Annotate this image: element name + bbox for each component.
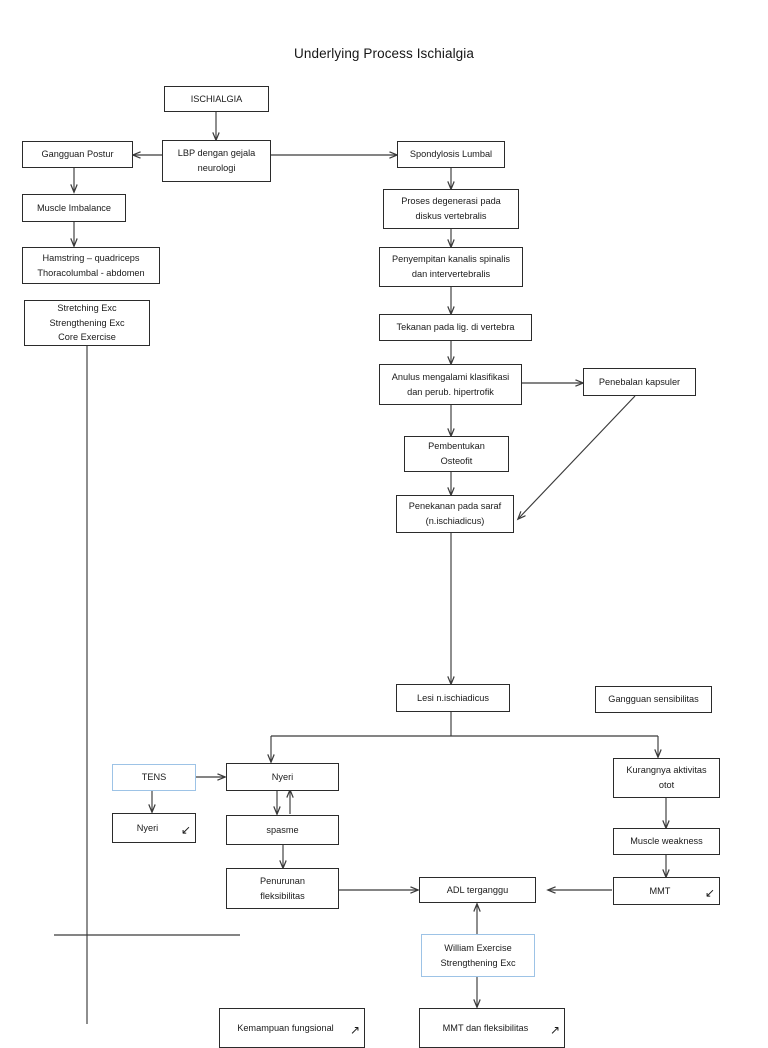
node-label: Hamstring – quadriceps Thoracolumbal - a… — [37, 252, 145, 278]
node-penebalan-kapsuler[interactable]: Penebalan kapsuler — [583, 368, 696, 396]
node-anulus-klasifikasi[interactable]: Anulus mengalami klasifikasi dan perub. … — [379, 364, 522, 405]
node-label: Kemampuan fungsional — [237, 1022, 334, 1033]
node-label: LBP dengan gejala neurologi — [177, 148, 256, 173]
node-lesi-n-ischiadicus[interactable]: Lesi n.ischiadicus — [396, 684, 510, 712]
node-stretching-exercise[interactable]: Stretching Exc Strengthening Exc Core Ex… — [24, 300, 150, 346]
node-proses-degenerasi[interactable]: Proses degenerasi pada diskus vertebrali… — [383, 189, 519, 229]
node-label: Nyeri — [136, 822, 159, 833]
node-label: spasme — [266, 824, 299, 835]
node-label: Muscle weakness — [630, 836, 703, 847]
node-label: Gangguan Postur — [41, 149, 114, 160]
node-hamstring-quadriceps[interactable]: Hamstring – quadriceps Thoracolumbal - a… — [22, 247, 160, 284]
node-ischialgia[interactable]: ISCHIALGIA — [164, 86, 269, 112]
node-label: ISCHIALGIA — [190, 93, 243, 104]
node-label: Kurangnya aktivitas otot — [626, 765, 707, 790]
node-label: Proses degenerasi pada diskus vertebrali… — [401, 196, 501, 221]
node-muscle-imbalance[interactable]: Muscle Imbalance — [22, 194, 126, 222]
node-label: ADL terganggu — [446, 884, 509, 895]
node-gangguan-postur[interactable]: Gangguan Postur — [22, 141, 133, 168]
node-lbp-dengan-gejala-neurologi[interactable]: LBP dengan gejala neurologi — [162, 140, 271, 182]
node-label: Pembentukan Osteofit — [428, 441, 485, 466]
node-kurangnya-aktivitas-otot[interactable]: Kurangnya aktivitas otot — [613, 758, 720, 798]
node-label: Penekanan pada saraf (n.ischiadicus) — [408, 501, 502, 526]
node-pembentukan-osteofit[interactable]: Pembentukan Osteofit — [404, 436, 509, 472]
node-label: MMT dan fleksibilitas — [442, 1022, 529, 1033]
node-label: TENS — [141, 772, 167, 783]
node-label: MMT — [649, 885, 671, 896]
node-label: Stretching Exc Strengthening Exc Core Ex… — [49, 303, 125, 343]
node-kemampuan-fungsional[interactable]: Kemampuan fungsional ↗ — [219, 1008, 365, 1048]
node-label: Gangguan sensibilitas — [608, 694, 699, 705]
node-tens[interactable]: TENS — [112, 764, 196, 791]
node-nyeri[interactable]: Nyeri — [226, 763, 339, 791]
node-label: Penurunan fleksibilitas — [260, 875, 305, 901]
node-label: Anulus mengalami klasifikasi dan perub. … — [391, 371, 510, 397]
node-penekanan-pada-saraf[interactable]: Penekanan pada saraf (n.ischiadicus) — [396, 495, 514, 533]
node-tekanan-ligamen-vertebra[interactable]: Tekanan pada lig. di vertebra — [379, 314, 532, 341]
node-spasme[interactable]: spasme — [226, 815, 339, 845]
node-label: Penyempitan kanalis spinalis dan interve… — [392, 254, 510, 279]
node-label: Muscle Imbalance — [36, 202, 112, 213]
node-mmt-dan-fleksibilitas[interactable]: MMT dan fleksibilitas ↗ — [419, 1008, 565, 1048]
node-muscle-weakness[interactable]: Muscle weakness — [613, 828, 720, 855]
node-label: Lesi n.ischiadicus — [416, 692, 489, 703]
page-title: Underlying Process Ischialgia — [294, 46, 474, 61]
flowchart-canvas: Underlying Process Ischialgia — [22, 46, 720, 1048]
node-label: Penebalan kapsuler — [598, 376, 681, 387]
node-gangguan-sensibilitas[interactable]: Gangguan sensibilitas — [595, 686, 712, 713]
node-mmt-menurun[interactable]: MMT ↙ — [613, 877, 720, 905]
node-label: William Exercise Strengthening Exc — [440, 942, 516, 968]
node-penyempitan-kanalis[interactable]: Penyempitan kanalis spinalis dan interve… — [379, 247, 523, 287]
node-penurunan-fleksibilitas[interactable]: Penurunan fleksibilitas — [226, 868, 339, 909]
node-label: Nyeri — [271, 771, 294, 782]
node-spondylosis-lumbal[interactable]: Spondylosis Lumbal — [397, 141, 505, 168]
node-label: Spondylosis Lumbal — [409, 149, 493, 160]
node-adl-terganggu[interactable]: ADL terganggu — [419, 877, 536, 903]
node-nyeri-menurun[interactable]: Nyeri ↙ — [112, 813, 196, 843]
node-william-exercise[interactable]: William Exercise Strengthening Exc — [421, 934, 535, 977]
node-label: Tekanan pada lig. di vertebra — [396, 322, 515, 333]
